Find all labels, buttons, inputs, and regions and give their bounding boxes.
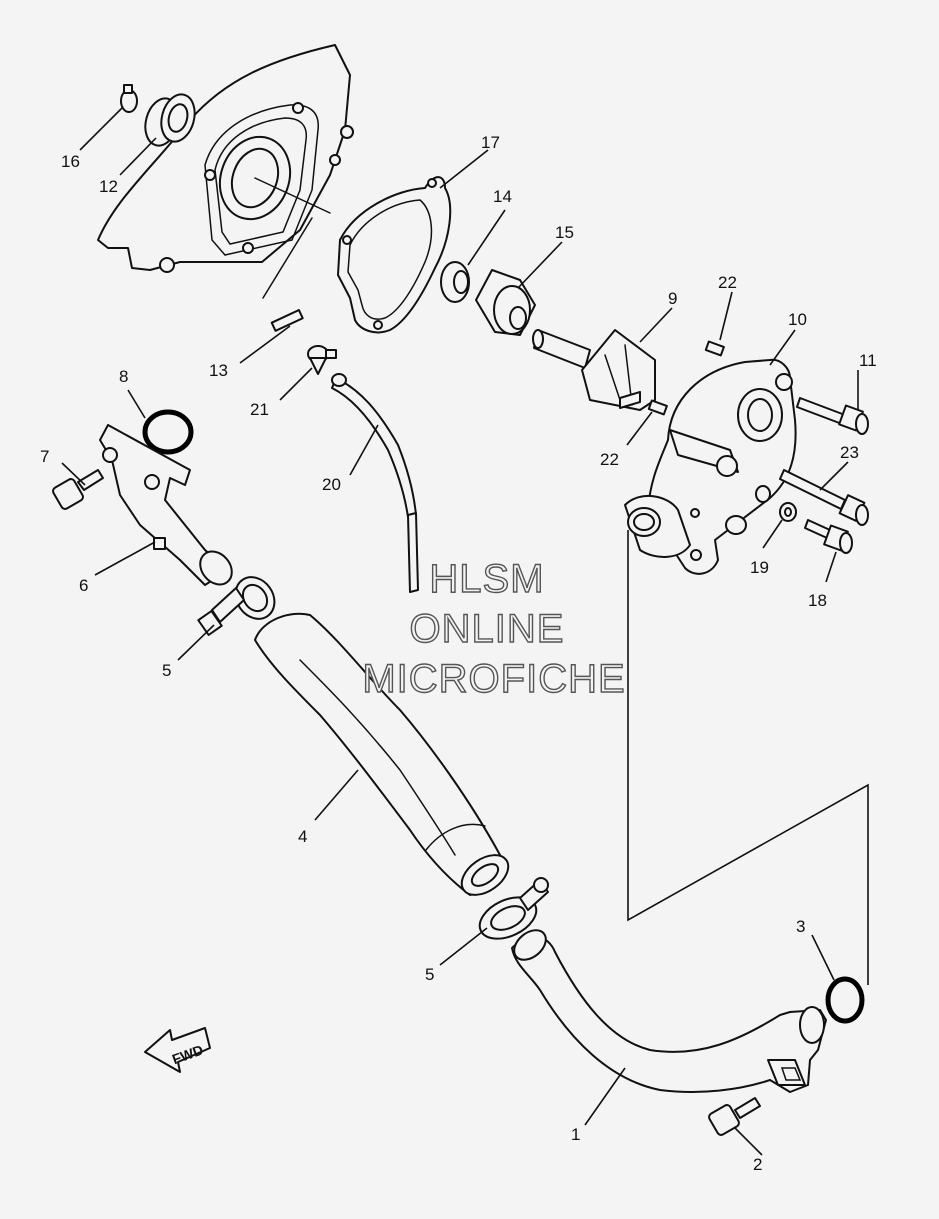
callout-labels: 16 12 13 17 14 15 9 22 10 11 22 23 19 18… bbox=[40, 133, 877, 1174]
callout-1: 1 bbox=[571, 1125, 580, 1144]
callout-18: 18 bbox=[808, 591, 827, 610]
water-pump-cover-10 bbox=[624, 358, 797, 575]
breather-hose-20 bbox=[331, 373, 419, 593]
o-ring-8 bbox=[142, 409, 194, 455]
oil-seal-14 bbox=[440, 261, 470, 303]
hose-clamp-5-lower bbox=[478, 877, 549, 940]
circlip-16 bbox=[120, 84, 138, 113]
washer-19 bbox=[755, 485, 797, 522]
callout-8: 8 bbox=[119, 367, 128, 386]
callout-7: 7 bbox=[40, 447, 49, 466]
callout-5-upper: 5 bbox=[162, 661, 171, 680]
watermark-line-2: ONLINE bbox=[410, 607, 565, 651]
water-pipe-1 bbox=[511, 929, 827, 1093]
callout-21: 21 bbox=[250, 400, 269, 419]
callout-9: 9 bbox=[668, 289, 677, 308]
impeller-shaft-9 bbox=[532, 329, 656, 411]
dowel-pin-22-top bbox=[704, 340, 725, 357]
callout-4: 4 bbox=[298, 827, 307, 846]
callout-12: 12 bbox=[99, 177, 118, 196]
hose-clamp-21 bbox=[307, 345, 337, 375]
callout-23: 23 bbox=[840, 443, 859, 462]
callout-17: 17 bbox=[481, 133, 500, 152]
callout-14: 14 bbox=[493, 187, 512, 206]
callout-3: 3 bbox=[796, 917, 805, 936]
pipe-13 bbox=[262, 217, 313, 332]
gasket-17 bbox=[337, 176, 452, 334]
bearing-12 bbox=[144, 93, 196, 147]
callout-10: 10 bbox=[788, 310, 807, 329]
callout-16: 16 bbox=[61, 152, 80, 171]
callout-22-top: 22 bbox=[718, 273, 737, 292]
bolt-23 bbox=[779, 469, 869, 526]
dowel-pin-22-bottom bbox=[647, 399, 668, 416]
watermark-line-3: MICROFICHE bbox=[362, 657, 625, 701]
leader-lines bbox=[61, 106, 859, 1156]
callout-15: 15 bbox=[555, 223, 574, 242]
callout-19: 19 bbox=[750, 558, 769, 577]
callout-20: 20 bbox=[322, 475, 341, 494]
crankcase-cover bbox=[97, 44, 354, 273]
callout-22-bottom: 22 bbox=[600, 450, 619, 469]
assembly-guide-line bbox=[627, 530, 869, 985]
callout-6: 6 bbox=[79, 576, 88, 595]
o-ring-3 bbox=[825, 976, 865, 1024]
fwd-arrow: FWD bbox=[144, 1027, 211, 1073]
callout-13: 13 bbox=[209, 361, 228, 380]
bolt-7 bbox=[52, 469, 104, 510]
callout-11: 11 bbox=[859, 351, 877, 370]
watermark-line-1: HLSM bbox=[429, 557, 544, 601]
radiator-hose-4 bbox=[254, 612, 510, 896]
hose-clamp-5-upper bbox=[197, 576, 276, 636]
callout-5-lower: 5 bbox=[425, 965, 434, 984]
bolt-18 bbox=[804, 519, 853, 554]
callout-2: 2 bbox=[753, 1155, 762, 1174]
bolt-2 bbox=[708, 1097, 761, 1136]
bolt-11 bbox=[796, 397, 869, 435]
watermark: HLSM ONLINE MICROFICHE bbox=[362, 556, 626, 701]
inlet-elbow-6 bbox=[99, 424, 233, 586]
